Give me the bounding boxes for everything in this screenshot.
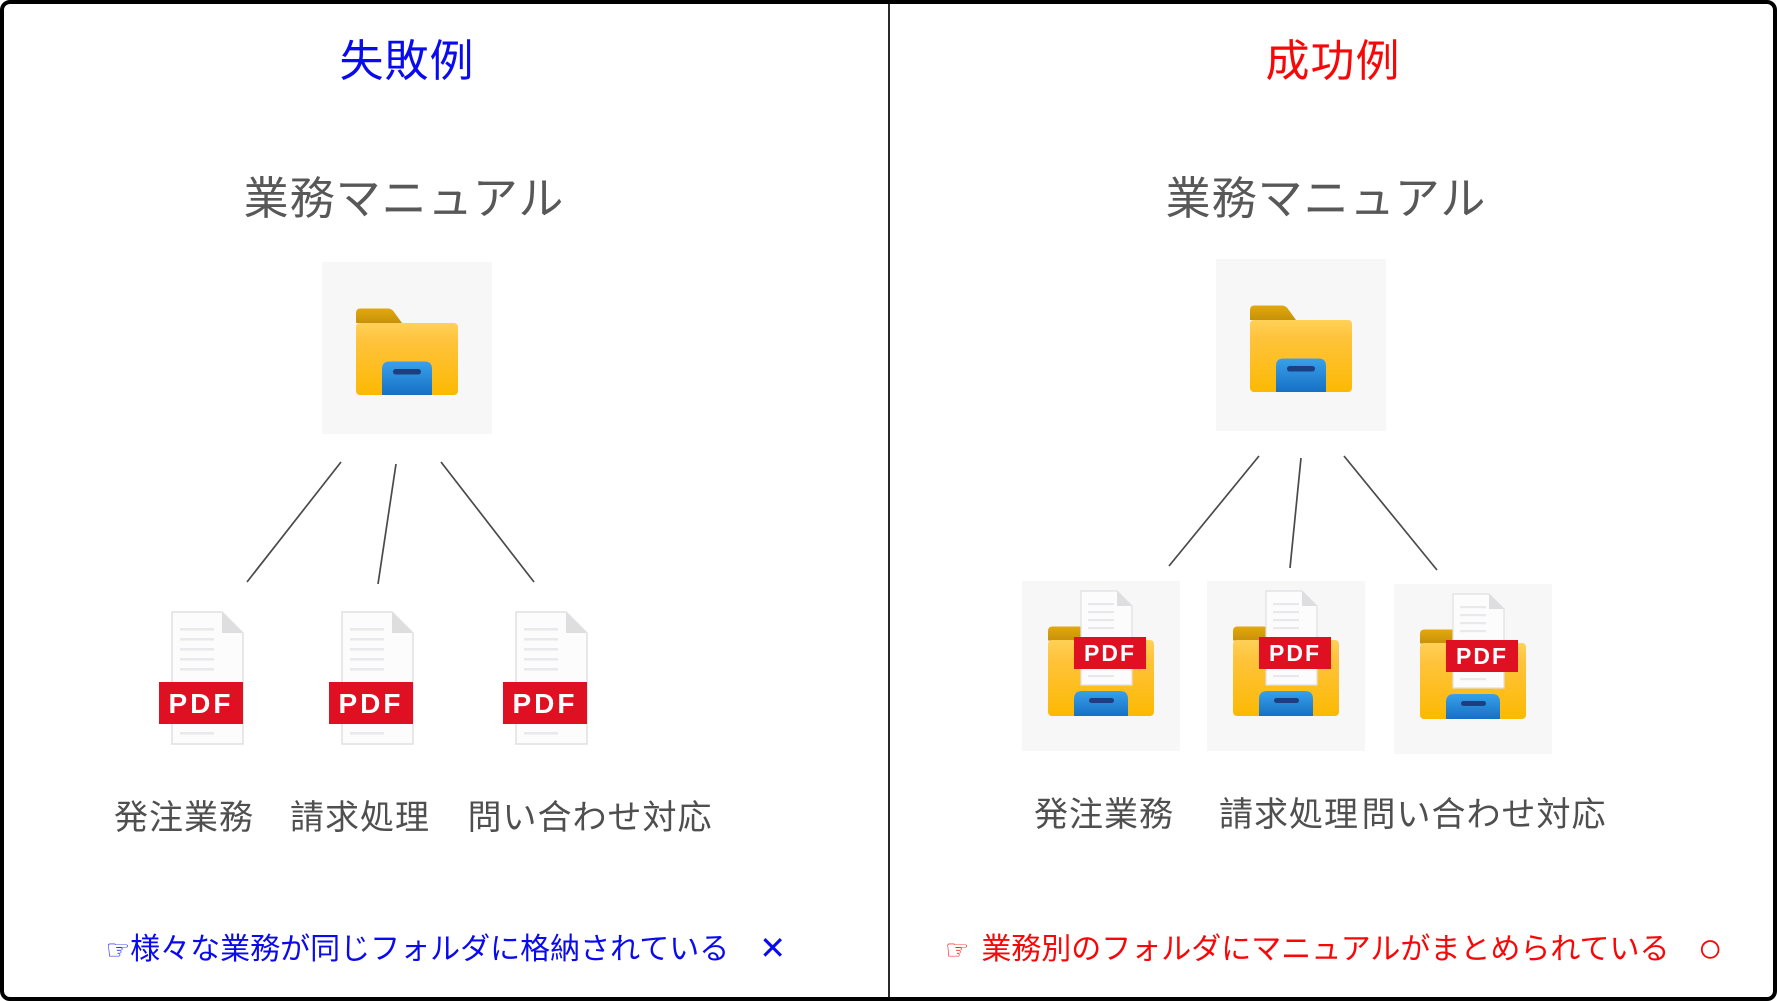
folder-with-pdf-tile: PDF bbox=[1022, 581, 1180, 751]
connector-line bbox=[1343, 455, 1438, 571]
left-note-text: 様々な業務が同じフォルダに格納されている bbox=[130, 933, 730, 966]
pdf-badge-label: PDF bbox=[1456, 643, 1508, 669]
connector-line bbox=[1168, 455, 1260, 567]
leaf-label-order: 発注業務 bbox=[114, 799, 254, 837]
pdf-file-icon: PDF bbox=[159, 611, 244, 745]
leaf-label-inquiry: 問い合わせ対応 bbox=[467, 799, 713, 837]
left-note: ☞様々な業務が同じフォルダに格納されている ✕ bbox=[4, 924, 888, 968]
circle-mark-icon: ○ bbox=[1697, 924, 1723, 971]
connector-line bbox=[1289, 457, 1302, 569]
right-panel-title: 成功例 bbox=[1265, 37, 1401, 86]
pointing-hand-icon: ☞ bbox=[105, 935, 131, 965]
pdf-badge-label: PDF bbox=[1084, 640, 1136, 666]
folder-with-pdf-tile: PDF bbox=[1207, 581, 1365, 751]
right-note: ☞ 業務別のフォルダにマニュアルがまとめられている ○ bbox=[894, 924, 1773, 972]
pdf-file-icon: PDF bbox=[503, 611, 588, 745]
pdf-badge-label: PDF bbox=[339, 688, 404, 719]
tree-connectors bbox=[246, 455, 1438, 585]
panel-divider bbox=[888, 4, 890, 997]
left-root-folder-label: 業務マニュアル bbox=[243, 173, 565, 224]
folder-icon bbox=[356, 308, 458, 395]
pointing-hand-icon: ☞ bbox=[945, 935, 970, 965]
right-note-text: 業務別のフォルダにマニュアルがまとめられている bbox=[981, 933, 1670, 966]
leaf-label-order: 発注業務 bbox=[1034, 796, 1174, 834]
folder-with-pdf-icon: PDF bbox=[1420, 593, 1526, 719]
folder-icon bbox=[1250, 305, 1352, 392]
pdf-badge-label: PDF bbox=[1269, 640, 1321, 666]
leaf-label-billing: 請求処理 bbox=[1219, 796, 1359, 834]
pdf-file-icon: PDF bbox=[329, 611, 414, 745]
folder-with-pdf-tile: PDF bbox=[1394, 584, 1552, 754]
pdf-badge-label: PDF bbox=[513, 688, 578, 719]
connector-line bbox=[440, 461, 535, 583]
pdf-badge-label: PDF bbox=[169, 688, 234, 719]
left-folder-tile bbox=[322, 262, 492, 434]
connector-line bbox=[377, 463, 397, 585]
right-folder-tile bbox=[1216, 259, 1386, 431]
left-panel-title: 失敗例 bbox=[339, 37, 475, 86]
leaf-label-inquiry: 問い合わせ対応 bbox=[1361, 796, 1607, 834]
folder-with-pdf-icon: PDF bbox=[1048, 590, 1154, 716]
leaf-label-billing: 請求処理 bbox=[290, 799, 430, 837]
connector-line bbox=[246, 461, 342, 583]
right-root-folder-label: 業務マニュアル bbox=[1165, 173, 1487, 224]
folder-with-pdf-icon: PDF bbox=[1233, 590, 1339, 716]
cross-mark-icon: ✕ bbox=[759, 930, 787, 966]
